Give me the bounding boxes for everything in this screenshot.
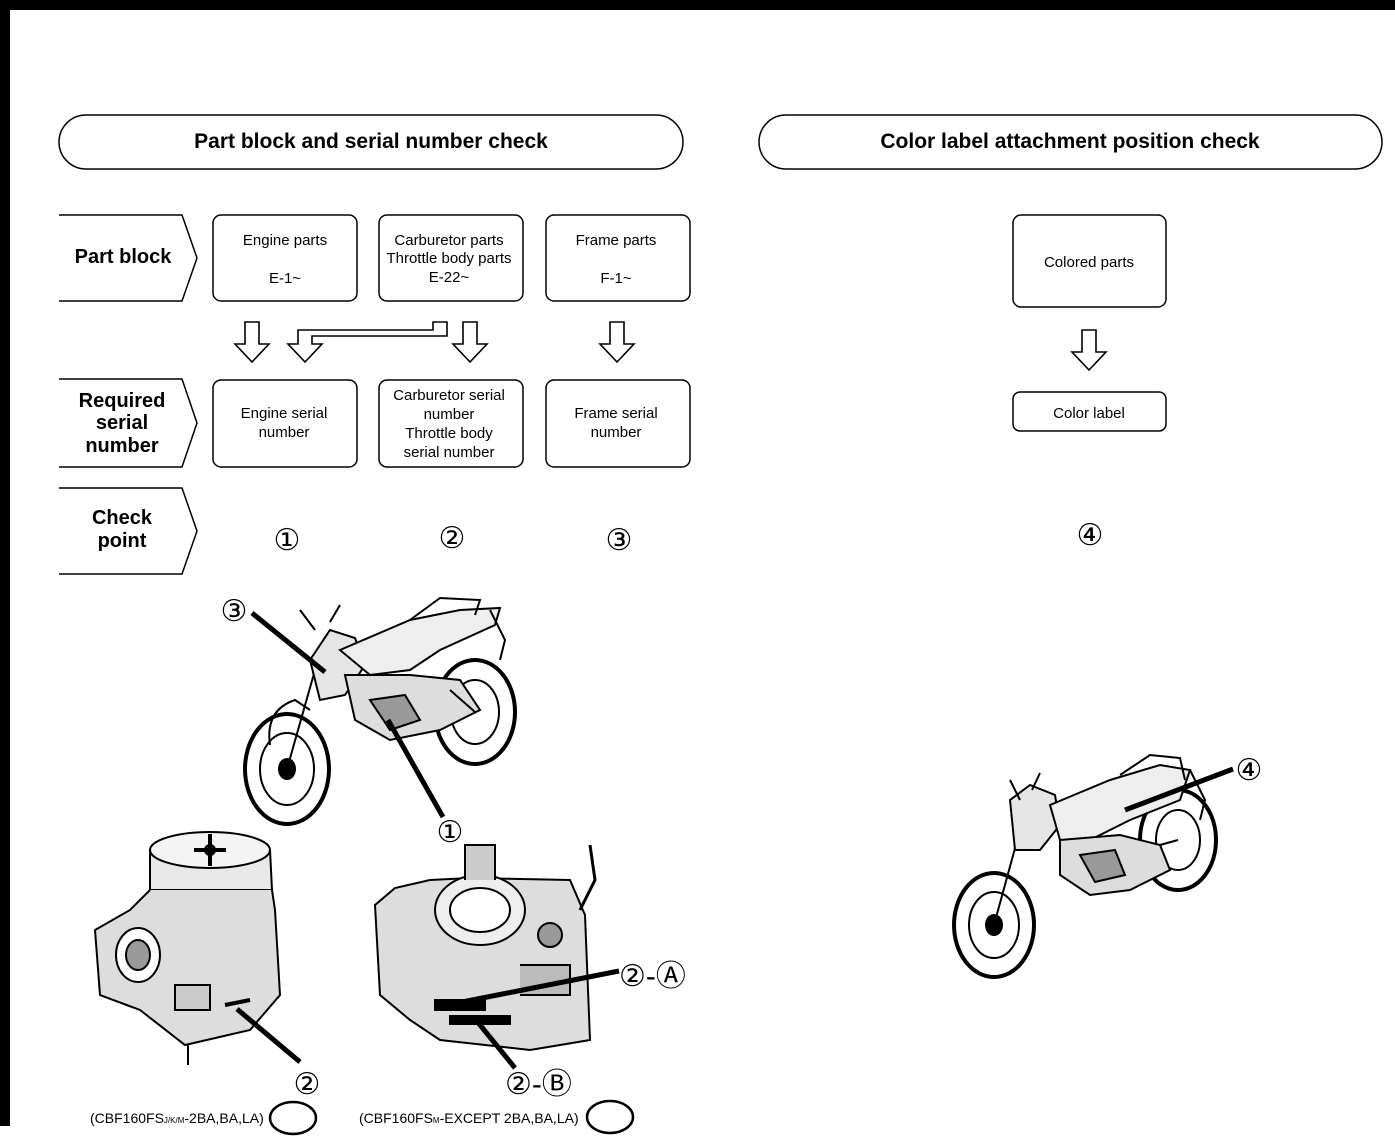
callout-line-frame [250, 611, 327, 674]
motorcycle-right-illustration [952, 753, 1218, 979]
throttle-caption-rest: -EXCEPT 2BA,BA,LA) [440, 1110, 579, 1126]
callout-throttle-a: ②-Ⓐ [619, 960, 686, 993]
carb-serial-line-3: Throttle body [405, 425, 493, 442]
required-serial-line-1: Required [79, 390, 166, 412]
arrow-carb-to-engine [286, 321, 448, 364]
frame-serial-line-1: Frame serial [574, 405, 657, 422]
frame-parts-box: Frame parts F-1~ [545, 214, 691, 302]
frame-serial-line-2: number [591, 424, 642, 441]
engine-serial-box: Engine serial number [212, 379, 358, 468]
check-point-line-2: point [98, 530, 147, 552]
required-serial-line-3: number [85, 435, 159, 457]
callout-throttle-a-letter: Ⓐ [656, 960, 686, 993]
row-label-check-point: Check point [59, 487, 198, 575]
carburetor-caption-rest: -2BA,BA,LA) [184, 1110, 263, 1126]
callout-line-engine [385, 718, 446, 819]
row-label-part-block: Part block [59, 214, 198, 302]
right-header: Color label attachment position check [758, 114, 1383, 170]
throttle-body-illustration [373, 844, 597, 1052]
engine-parts-box: Engine parts E-1~ [212, 214, 358, 302]
callout-throttle-b: ②-Ⓑ [505, 1068, 572, 1101]
colored-parts-label: Colored parts [1044, 254, 1134, 271]
carburetor-caption-sub: J/K/M [164, 1116, 185, 1125]
right-header-title: Color label attachment position check [880, 130, 1260, 153]
carburetor-parts-code: E-22~ [429, 269, 470, 286]
callout-line-throttle-a [456, 968, 620, 1006]
carburetor-illustration [93, 831, 282, 1065]
carb-serial-line-4: serial number [404, 444, 495, 461]
callout-frame-number: ③ [221, 595, 248, 628]
arrow-frame-down [599, 321, 635, 363]
callout-throttle-a-number: ② [619, 960, 646, 993]
carburetor-caption-prefix: (CBF160FS [90, 1110, 164, 1126]
colored-parts-box: Colored parts [1012, 214, 1167, 308]
callout-throttle-b-sep: - [532, 1068, 542, 1101]
callout-line-color [1124, 766, 1234, 813]
left-header-title: Part block and serial number check [194, 130, 548, 153]
check-point-line-1: Check [92, 507, 153, 529]
left-header: Part block and serial number check [58, 114, 684, 170]
arrows-left [234, 321, 635, 364]
throttle-caption-prefix: (CBF160FS [359, 1110, 433, 1126]
highlight-circle-throttle [585, 1099, 635, 1135]
callout-throttle-b-letter: Ⓑ [542, 1068, 572, 1101]
part-block-label: Part block [75, 246, 173, 268]
carb-serial-line-1: Carburetor serial [393, 387, 505, 404]
color-label-text: Color label [1053, 405, 1125, 422]
callout-carburetor-number: ② [294, 1068, 321, 1101]
arrow-color-down [1071, 329, 1107, 371]
arrow-engine-down [234, 321, 270, 363]
row-label-required-serial: Required serial number [59, 378, 198, 468]
engine-serial-line-2: number [259, 424, 310, 441]
carburetor-parts-label: Carburetor parts [394, 232, 503, 249]
engine-parts-code: E-1~ [269, 270, 301, 287]
callout-throttle-b-number: ② [505, 1068, 532, 1101]
throttle-caption: (CBF160FSM-EXCEPT 2BA,BA,LA) [359, 1110, 579, 1126]
carburetor-parts-box: Carburetor parts Throttle body parts E-2… [378, 214, 524, 302]
highlight-circle-carburetor [268, 1100, 318, 1136]
engine-serial-line-1: Engine serial [241, 405, 328, 422]
check-point-2: ② [439, 522, 466, 555]
required-serial-line-2: serial [96, 412, 148, 434]
frame-serial-box: Frame serial number [545, 379, 691, 468]
throttle-body-parts-label: Throttle body parts [386, 250, 511, 267]
callout-color-number: ④ [1236, 754, 1263, 787]
frame-parts-label: Frame parts [576, 232, 657, 249]
throttle-caption-sub: M [433, 1116, 440, 1125]
frame-parts-code: F-1~ [600, 270, 632, 287]
motorcycle-left-illustration [243, 596, 517, 826]
diagram-canvas: Part block and serial number check Color… [58, 114, 1383, 1136]
callout-engine-number: ① [437, 816, 464, 849]
check-point-3: ③ [606, 524, 633, 557]
callout-line-throttle-b [474, 1018, 517, 1070]
callout-throttle-a-sep: - [646, 960, 656, 993]
engine-parts-label: Engine parts [243, 232, 327, 249]
callout-line-carburetor [235, 1007, 302, 1064]
carburetor-caption: (CBF160FSJ/K/M-2BA,BA,LA) [90, 1110, 264, 1126]
arrow-carb-down [452, 321, 488, 363]
color-label-box: Color label [1012, 391, 1167, 432]
carburetor-serial-box: Carburetor serial number Throttle body s… [378, 379, 524, 468]
check-point-4: ④ [1077, 519, 1104, 552]
check-point-1: ① [274, 524, 301, 557]
carb-serial-line-2: number [424, 406, 475, 423]
